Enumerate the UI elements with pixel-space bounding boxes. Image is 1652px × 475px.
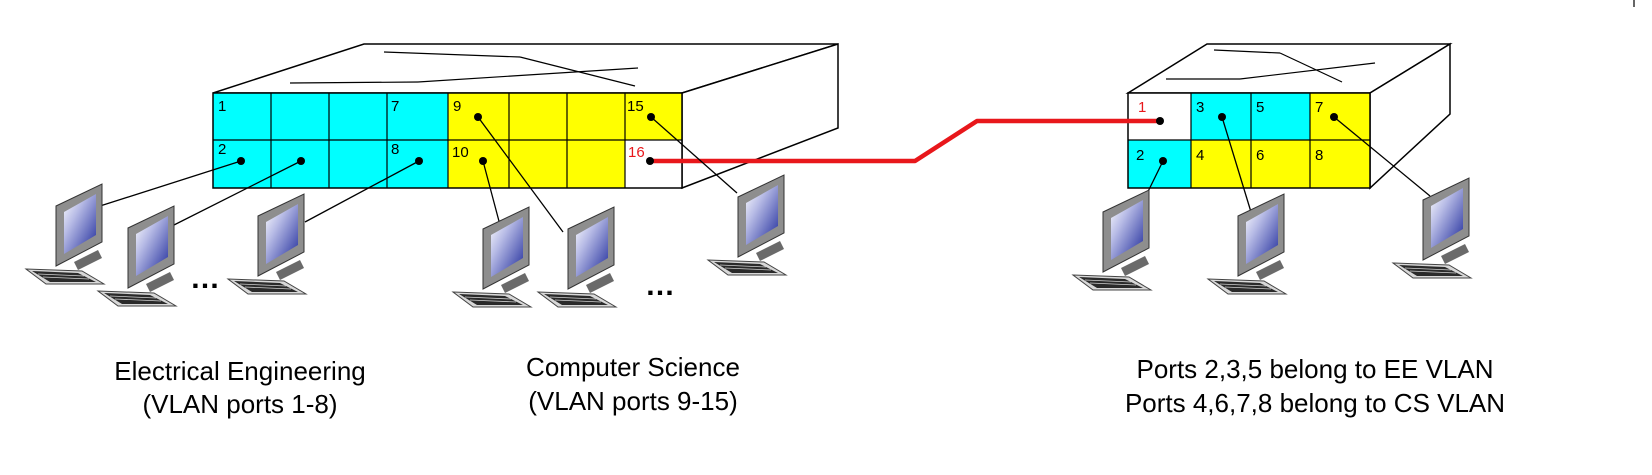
right-port-label-1: 1 (1138, 99, 1146, 116)
left-port-label-7: 7 (391, 98, 399, 115)
left-port-label-10: 10 (452, 144, 469, 161)
trunk-link (650, 118, 1160, 164)
host-computer (97, 205, 177, 307)
ellipsis-ee-hosts: … (190, 262, 222, 295)
right-switch: 1 3 5 7 2 4 6 8 (1125, 42, 1453, 190)
right-port-label-6: 6 (1256, 147, 1264, 164)
host-computer (1392, 177, 1472, 279)
right-port-label-8: 8 (1315, 147, 1323, 164)
port-connectors (237, 113, 1338, 165)
host-computer (452, 206, 532, 308)
right-port-label-3: 3 (1196, 99, 1204, 116)
host-computer (1072, 189, 1152, 291)
right-port-label-4: 4 (1196, 147, 1204, 164)
left-port-label-16: 16 (628, 144, 645, 161)
caption-right-cs: Ports 4,6,7,8 belong to CS VLAN (1125, 388, 1505, 418)
left-switch: 1 7 9 15 2 8 10 16 (212, 42, 839, 190)
left-port-label-15: 15 (627, 98, 644, 115)
right-port-label-2: 2 (1136, 147, 1144, 164)
host-cables (99, 116, 1431, 233)
host-computer (1207, 193, 1287, 295)
host-computer (25, 183, 105, 285)
ellipsis-cs-hosts: … (645, 269, 677, 302)
caption-cs-ports: (VLAN ports 9-15) (528, 386, 738, 416)
caption-cs-title: Computer Science (526, 352, 740, 382)
left-port-label-8: 8 (391, 141, 399, 158)
right-port-label-5: 5 (1256, 99, 1264, 116)
caption-ee-title: Electrical Engineering (114, 356, 365, 386)
host-computer (707, 174, 787, 276)
caption-right-ee: Ports 2,3,5 belong to EE VLAN (1137, 354, 1494, 384)
left-port-label-9: 9 (453, 98, 461, 115)
left-port-label-2: 2 (218, 141, 226, 158)
caption-ee-ports: (VLAN ports 1-8) (142, 389, 337, 419)
host-computer (537, 206, 617, 308)
left-port-label-1: 1 (218, 98, 226, 115)
host-computer (227, 193, 307, 295)
right-port-label-7: 7 (1315, 99, 1323, 116)
